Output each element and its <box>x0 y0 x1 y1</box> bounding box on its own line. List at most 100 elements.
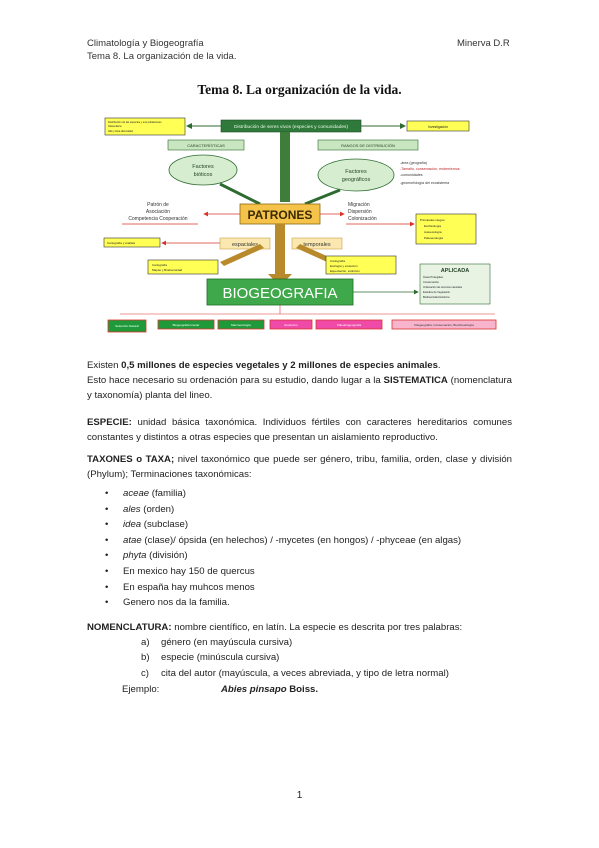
diagram-factores-bioticos-line2: bióticos <box>194 172 213 178</box>
header-author: Minerva D.R <box>457 38 510 49</box>
intro-species-count: 0,5 millones de especies vegetales y 2 m… <box>121 360 438 371</box>
diagram-right-yellow-sub-3: Especiación, extinción <box>330 269 360 273</box>
list-item: b) especie (minúscula cursiva) <box>141 650 511 665</box>
diagram-bottom-box-2-text: Biogeografía Insular <box>173 323 200 327</box>
list-item-text: En españa hay muhcos menos <box>123 581 255 593</box>
intro-line-1: Existen 0,5 millones de especies vegetal… <box>87 358 512 373</box>
diagram-note-2: -Tamaño, conservación, endemismos <box>400 167 460 171</box>
diagram-bottom-box-3-text: Macroecología <box>231 323 251 327</box>
list-marker: b) <box>141 652 150 664</box>
diagram-top-left-box <box>104 117 186 136</box>
diagram-left-note-2: Asociación <box>146 209 170 215</box>
diagram-caracteristicas-box <box>167 139 245 151</box>
diagram-left-small-box <box>103 237 161 248</box>
diagram-temporales-text: temporales <box>303 242 330 248</box>
intro-text-f: (nomenclatura y taxonomía) planta del li… <box>87 375 512 401</box>
diagram-top-left-text-1: Distribución de las especies y sus pobla… <box>108 120 162 124</box>
list-item-text: (clase)/ ópsida (en helechos) / -mycetes… <box>141 534 462 546</box>
ejemplo-label: Ejemplo: <box>122 684 160 695</box>
diagram-factores-bioticos-line1: Factores <box>192 164 214 170</box>
nomenclatura-label: NOMENCLATURA: <box>87 622 172 633</box>
page-title: Tema 8. La organización de la vida. <box>197 82 402 97</box>
diagram-caracteristicas-text: CARACTERÍSTICAS <box>187 143 225 148</box>
diagram-migracion-2: Dispersión <box>348 209 372 215</box>
diagram-migracion-3: Colonización <box>348 216 377 222</box>
diagram-aplicada-item-3: Ordenación de recursos naturales <box>423 285 463 289</box>
diagram-factores-geograficos-line1: Factores <box>345 169 367 175</box>
diagram-migracion-1: Migración <box>348 202 370 208</box>
especie-paragraph: ESPECIE: unidad básica taxonómica. Indiv… <box>87 415 512 445</box>
intro-paragraph: Existen 0,5 millones de especies vegetal… <box>87 358 512 403</box>
diagram-left-note-3: Competencia Cooperación <box>128 216 187 222</box>
diagram-aplicada-title: APLICADA <box>441 268 469 274</box>
diagram-note-4: -geomorfología del ecosistema <box>400 181 449 185</box>
taxones-label: TAXONES o TAXA; <box>87 454 175 465</box>
list-item-term: ales <box>123 503 141 515</box>
diagram-yellow-right-box <box>415 213 477 245</box>
ejemplo-author: Boiss. <box>286 684 319 695</box>
intro-text-d: Esto hace necesario su ordenación para s… <box>87 375 384 386</box>
list-item-text: género (en mayúscula cursiva) <box>161 637 293 648</box>
intro-text-c: . <box>437 360 441 371</box>
list-item-term: phyta <box>123 550 147 562</box>
diagram-right-yellow-sub <box>325 255 397 275</box>
diagram-factores-bioticos <box>168 154 238 186</box>
list-item-text: Genero nos da la familia. <box>123 597 230 609</box>
diagram-bottom-box-4 <box>269 319 313 330</box>
diagram-left-small-text: Cartografía y análisis <box>107 241 136 245</box>
diagram-rangos-box <box>317 139 419 151</box>
concept-map-diagram: Distribución de las especies y sus pobla… <box>103 117 497 333</box>
especie-text: unidad básica taxonómica. Individuos fér… <box>87 417 512 443</box>
page-number: 1 <box>296 790 303 801</box>
ejemplo-species: Abies pinsapo <box>221 684 287 695</box>
diagram-left-yellow-sub-1: Cartografía <box>152 263 167 267</box>
diagram-top-left-text-3: Alfa y beta diversidad <box>108 129 133 133</box>
list-item-text: cita del autor (mayúscula, a veces abrev… <box>161 667 449 679</box>
diagram-top-center-text: Distribución de seres vivos (especies y … <box>234 124 349 130</box>
diagram-bottom-box-5 <box>315 319 383 330</box>
diagram-aplicada-box <box>419 263 491 305</box>
diagram-bottom-box-6-text: Filogeografía, Conservación, Bioclimatol… <box>414 323 474 327</box>
list-item-text: (familia) <box>149 488 186 499</box>
nomenclatura-text: nombre científico, en latín. La especie … <box>171 622 463 633</box>
diagram-top-right-text: Investigación <box>428 125 448 129</box>
list-item: En españa hay muhcos menos <box>105 580 515 596</box>
list-item: a) género (en mayúscula cursiva) <box>141 635 511 650</box>
taxones-text: nivel taxonómico que puede ser género, t… <box>87 454 513 480</box>
diagram-yellow-right-1: Principales rasgos: <box>420 218 446 222</box>
list-item: phyta (división) <box>105 548 515 564</box>
taxones-paragraph: TAXONES o TAXA; nivel taxonómico que pue… <box>87 452 512 482</box>
nomenclatura-paragraph: NOMENCLATURA: nombre científico, en latí… <box>87 620 517 635</box>
intro-text-a: Existen <box>87 360 122 371</box>
diagram-espaciales-box <box>219 237 271 250</box>
diagram-top-left-text-2: Sistemática <box>108 124 122 128</box>
list-item-text: especie (minúscula cursiva) <box>161 652 280 664</box>
diagram-right-yellow-sub-2: Ecología y evolución <box>330 264 358 268</box>
diagram-yellow-right-4: Paleoecología <box>424 236 443 240</box>
diagram-note-3: -comunidades <box>400 173 423 177</box>
diagram-left-yellow-sub-2: Mapas y Biodiversidad <box>152 268 183 272</box>
list-marker: a) <box>141 637 150 648</box>
diagram-bottom-box-4-text: Evolución <box>284 323 297 327</box>
diagram-aplicada-item-4: Estudios de Vegetación <box>423 290 451 294</box>
list-item: ales (orden) <box>105 502 515 518</box>
list-item-term: aceae <box>123 488 150 499</box>
diagram-rangos-text: RANGOS DE DISTRIBUCIÓN <box>341 143 395 148</box>
diagram-yellow-right-3: Autoecología <box>424 230 442 234</box>
diagram-aplicada-item-1: Áreas Protegidas <box>423 275 444 279</box>
diagram-espaciales-text: espaciales <box>232 242 258 248</box>
diagram-temporales-box <box>291 237 343 250</box>
header-topic: Tema 8. La organización de la vida. <box>87 51 237 62</box>
diagram-bottom-box-1 <box>107 319 147 333</box>
diagram-note-1: -área (geografía) <box>400 161 427 165</box>
nomenclatura-list: a) género (en mayúscula cursiva) b) especi… <box>141 635 511 681</box>
list-marker: c) <box>141 667 149 679</box>
diagram-top-right-box <box>406 120 470 132</box>
list-item: atae (clase)/ ópsida (en helechos) / -my… <box>105 533 515 549</box>
diagram-patrones-text: PATRONES <box>248 208 313 222</box>
diagram-left-note-1: Patrón de <box>147 202 169 208</box>
list-item-text: (división) <box>146 550 188 562</box>
diagram-biogeografia-text: BIOGEOGRAFIA <box>222 285 337 302</box>
diagram-factores-geograficos-line2: geográficos <box>342 177 371 183</box>
diagram-bottom-box-1-text: Selección Natural <box>115 324 139 328</box>
